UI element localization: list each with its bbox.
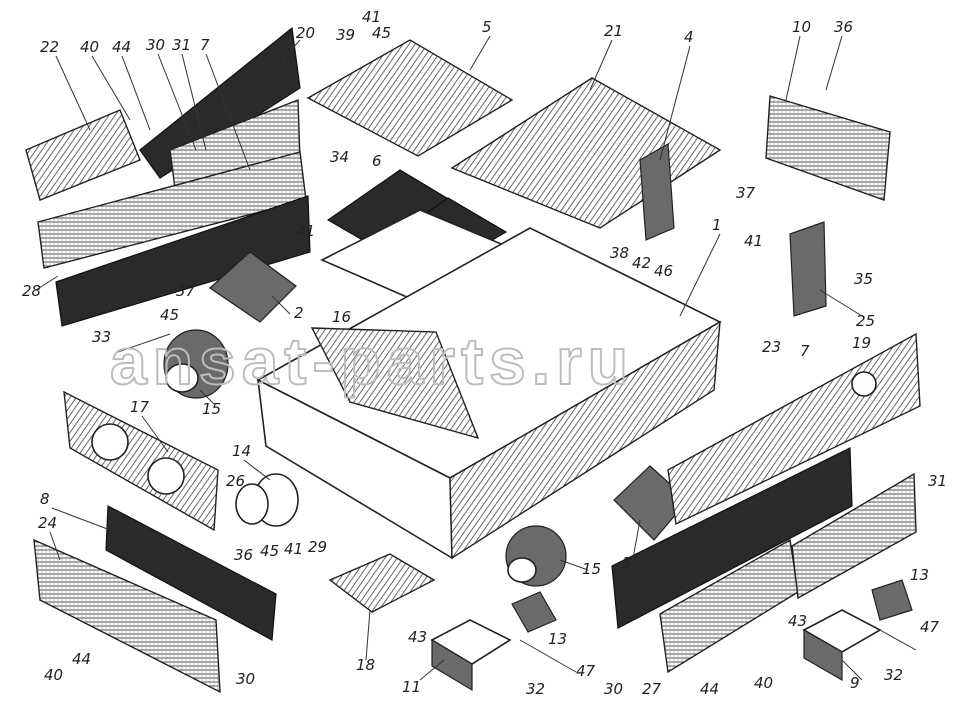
- label-35: 35: [854, 270, 873, 288]
- label-9: 9: [850, 674, 860, 692]
- label-3: 3: [622, 554, 632, 572]
- label-13: 13: [910, 566, 929, 584]
- label-7: 7: [200, 36, 210, 54]
- grommet-14: [235, 473, 299, 527]
- bracket-4: [639, 143, 675, 241]
- label-36: 36: [834, 18, 853, 36]
- label-33: 33: [92, 328, 111, 346]
- label-5: 5: [482, 18, 492, 36]
- label-36: 36: [234, 546, 253, 564]
- label-43: 43: [408, 628, 427, 646]
- grille-8: [105, 505, 277, 641]
- terminal-block-11: [430, 619, 512, 692]
- label-15: 15: [582, 560, 601, 578]
- hood-panel-20: [139, 26, 301, 179]
- mounting-plate-25: [789, 221, 827, 317]
- label-46: 46: [654, 262, 673, 280]
- label-30: 30: [146, 36, 165, 54]
- label-31: 31: [928, 472, 947, 490]
- label-11: 11: [402, 678, 421, 696]
- label-18: 18: [356, 656, 375, 674]
- label-43: 43: [788, 612, 807, 630]
- label-41: 41: [362, 8, 381, 26]
- label-10: 10: [792, 18, 811, 36]
- label-30: 30: [604, 680, 623, 698]
- label-44: 44: [700, 680, 719, 698]
- terminal-block-9: [802, 609, 882, 682]
- pedal-bracket-2: [209, 251, 297, 323]
- boot-15-left: [163, 329, 229, 399]
- label-37: 37: [176, 282, 196, 300]
- label-45: 45: [260, 542, 279, 560]
- plate-18: [328, 553, 436, 613]
- label-19: 19: [852, 334, 871, 352]
- label-44: 44: [112, 38, 131, 56]
- label-47: 47: [920, 618, 940, 636]
- label-23: 23: [762, 338, 781, 356]
- label-27: 27: [642, 680, 662, 698]
- label-26: 26: [226, 472, 245, 490]
- label-31: 31: [172, 36, 191, 54]
- label-21: 21: [604, 22, 623, 40]
- grille-panel-7-right: [611, 447, 853, 629]
- label-42: 42: [632, 254, 651, 272]
- label-30: 30: [236, 670, 255, 688]
- label-41: 41: [296, 222, 315, 240]
- label-38: 38: [610, 244, 629, 262]
- grille-panel-28: [37, 151, 311, 327]
- label-13: 13: [548, 630, 567, 648]
- label-1: 1: [712, 216, 722, 234]
- label-17: 17: [130, 398, 150, 416]
- grille-frame-24: [33, 538, 221, 694]
- label-40: 40: [44, 666, 63, 684]
- label-44: 44: [72, 650, 91, 668]
- label-4: 4: [684, 28, 694, 46]
- label-34: 34: [330, 148, 349, 166]
- label-40: 40: [80, 38, 99, 56]
- label-32: 32: [884, 666, 903, 684]
- bolt-33: [117, 333, 171, 353]
- grille-frame-31-right: [659, 472, 917, 674]
- label-29: 29: [308, 538, 327, 556]
- label-47: 47: [576, 662, 596, 680]
- label-45: 45: [160, 306, 179, 324]
- label-37: 37: [736, 184, 756, 202]
- label-32: 32: [526, 680, 545, 698]
- label-16: 16: [332, 308, 351, 326]
- label-41: 41: [284, 540, 303, 558]
- label-22: 22: [40, 38, 59, 56]
- label-7: 7: [800, 342, 810, 360]
- top-cover-5: [306, 39, 514, 157]
- bolt-32-right: [879, 629, 917, 651]
- label-15: 15: [202, 400, 221, 418]
- label-20: 20: [296, 24, 315, 42]
- label-28: 28: [22, 282, 41, 300]
- label-24: 24: [38, 514, 57, 532]
- leader-lines: [35, 35, 863, 681]
- label-6: 6: [372, 152, 382, 170]
- boot-15-right: [505, 525, 567, 587]
- bolt-32-left: [519, 639, 577, 673]
- label-39: 39: [336, 26, 355, 44]
- label-2: 2: [294, 304, 304, 322]
- label-40: 40: [754, 674, 773, 692]
- front-panel-17: [63, 390, 219, 532]
- side-grille-10: [765, 95, 891, 201]
- clip-13-right: [871, 579, 913, 621]
- watermark-text: ansat-parts.ru: [110, 324, 634, 398]
- label-25: 25: [856, 312, 875, 330]
- cab-body-1: [256, 227, 722, 560]
- label-14: 14: [232, 442, 251, 460]
- side-panel-22: [25, 109, 141, 201]
- part-labels: 22 40 44 30 31 7 20 41 39 45 5 21 4 10 3…: [22, 8, 947, 698]
- label-45: 45: [372, 24, 391, 42]
- label-8: 8: [40, 490, 50, 508]
- side-panel-19: [667, 332, 921, 526]
- clip-13-left: [511, 591, 557, 633]
- label-41: 41: [744, 232, 763, 250]
